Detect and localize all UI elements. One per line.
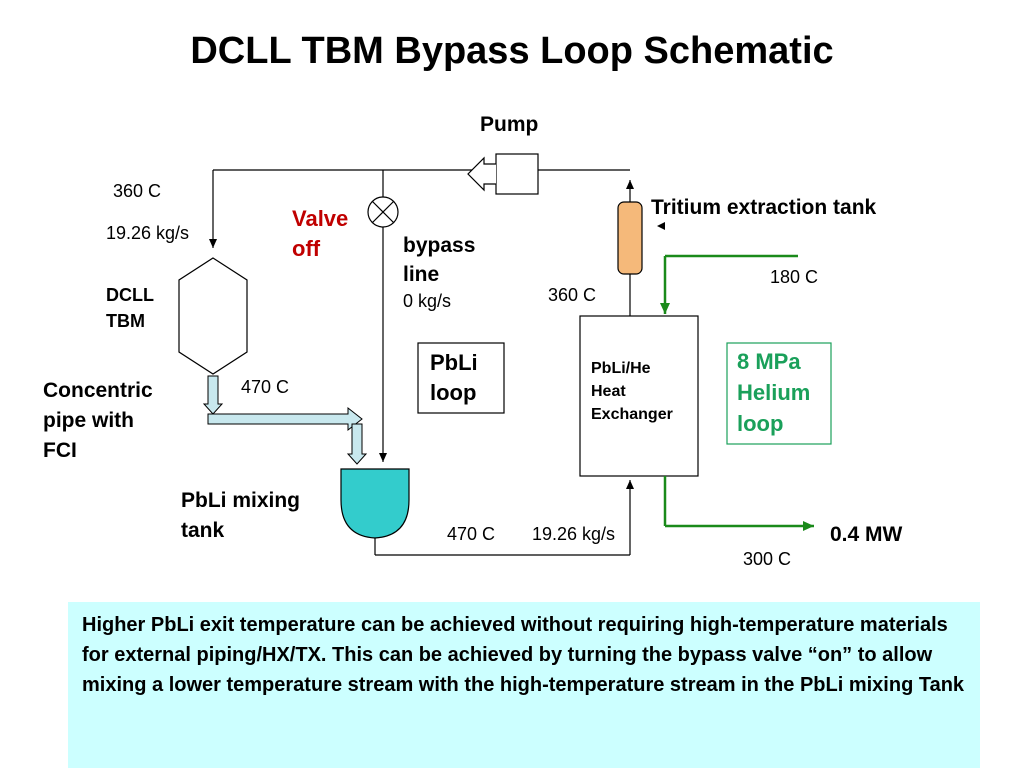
temp-470-upper: 470 C	[241, 377, 290, 397]
dcll-label-1: DCLL	[106, 285, 154, 305]
bypass-label-2: line	[403, 263, 440, 286]
hx-label-2: Heat	[591, 383, 626, 400]
flow-lower: 19.26 kg/s	[532, 524, 616, 544]
bypass-flow: 0 kg/s	[403, 291, 452, 311]
valve-icon[interactable]	[367, 196, 399, 228]
valve-label-1: Valve	[292, 206, 349, 231]
pump-label: Pump	[480, 113, 539, 136]
concentric-label-3: FCI	[43, 439, 77, 462]
tritium-tank	[617, 201, 643, 275]
temp-180: 180 C	[770, 267, 819, 287]
flow-left: 19.26 kg/s	[106, 223, 190, 243]
hx-label-3: Exchanger	[591, 406, 673, 423]
valve-label-2: off	[292, 236, 321, 261]
tritium-label: Tritium extraction tank	[651, 196, 877, 219]
helium-label-3: loop	[737, 411, 784, 436]
heat-exchanger	[579, 315, 699, 477]
pbli-loop-box	[417, 342, 505, 414]
bypass-label-1: bypass	[403, 234, 476, 257]
pump-icon	[467, 153, 539, 195]
concentric-label-1: Concentric	[43, 379, 153, 402]
temp-470-lower: 470 C	[447, 524, 496, 544]
pbli-loop-label-2: loop	[430, 380, 477, 405]
explanation-note: Higher PbLi exit temperature can be achi…	[68, 602, 980, 768]
concentric-pipe	[202, 375, 368, 465]
power-label: 0.4 MW	[830, 523, 903, 546]
helium-label-2: Helium	[737, 380, 811, 405]
temp-360-right: 360 C	[548, 285, 597, 305]
dcll-label-2: TBM	[106, 311, 145, 331]
page-title: DCLL TBM Bypass Loop Schematic	[190, 30, 834, 72]
mixing-tank	[340, 468, 410, 539]
temp-300: 300 C	[743, 549, 792, 569]
mixing-label-2: tank	[181, 519, 225, 542]
helium-loop-box	[726, 342, 832, 445]
concentric-label-2: pipe with	[43, 409, 134, 432]
tritium-pointer	[657, 222, 665, 230]
dcll-tbm-module	[178, 257, 248, 375]
mixing-label-1: PbLi mixing	[181, 489, 301, 512]
hx-label-1: PbLi/He	[591, 360, 651, 377]
pbli-loop-label-1: PbLi	[430, 350, 478, 375]
temp-360-left: 360 C	[113, 181, 162, 201]
helium-label-1: 8 MPa	[737, 349, 801, 374]
